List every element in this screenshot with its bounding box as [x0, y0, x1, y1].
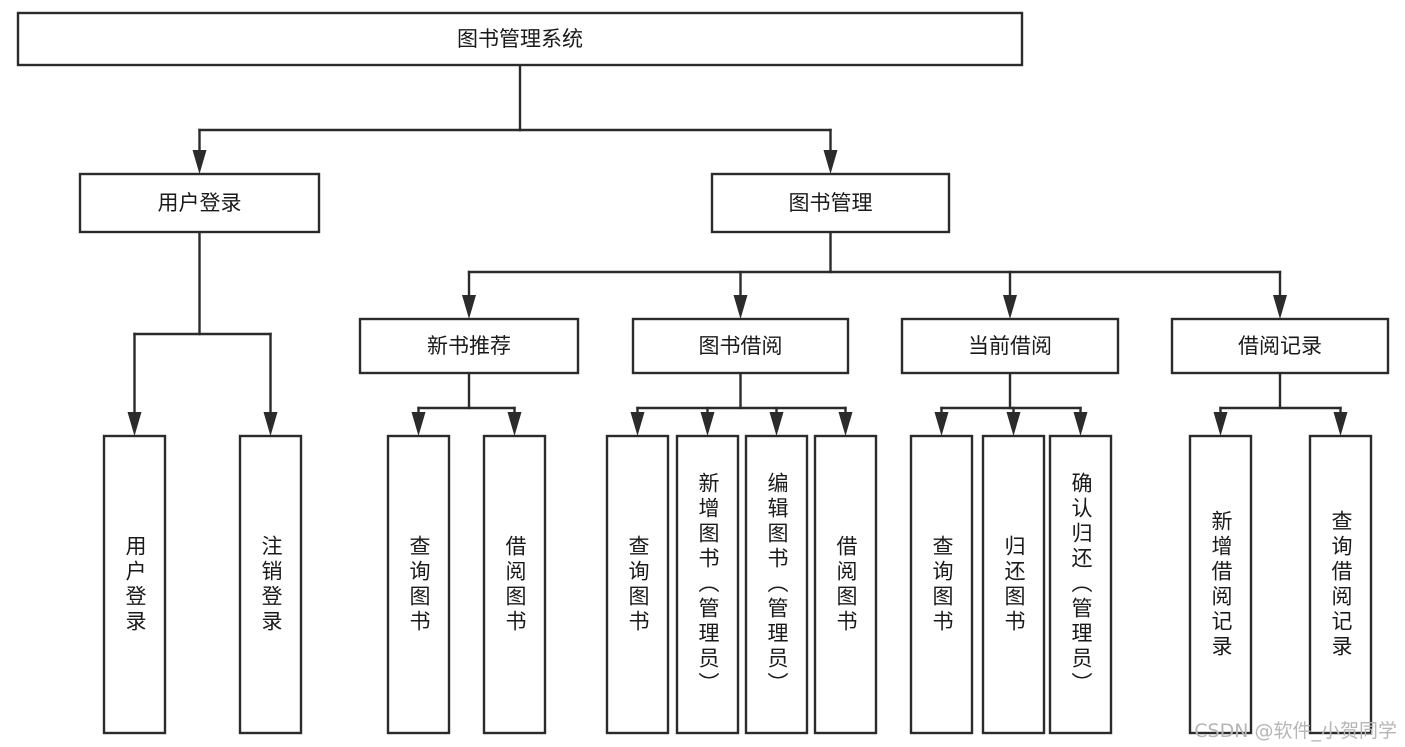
watermark-text: CSDN @软件_小贺同学 — [1194, 720, 1397, 742]
arrow-head-icon — [127, 412, 142, 436]
node-leaf-logout[interactable] — [238, 434, 303, 735]
arrow-head-icon — [1213, 412, 1228, 436]
node-borrow-record[interactable] — [1170, 317, 1390, 375]
arrow-head-icon — [769, 412, 784, 436]
node-borrow-record-label: 借阅记录 — [1238, 334, 1322, 358]
arrow-head-icon — [263, 412, 278, 436]
arrow-head-icon — [462, 295, 476, 319]
node-leaf-edit-book[interactable] — [744, 434, 809, 735]
node-leaf-user-login[interactable] — [102, 434, 167, 735]
arrow-head-icon — [1073, 412, 1088, 436]
arrow-head-icon — [507, 412, 522, 436]
arrow-head-icon — [700, 412, 715, 436]
node-book-manage[interactable] — [710, 172, 951, 234]
node-leaf-add-book[interactable] — [675, 434, 740, 735]
node-leaf-query-book-3[interactable] — [909, 434, 974, 735]
node-user-login[interactable] — [78, 172, 321, 234]
node-leaf-return-book[interactable] — [981, 434, 1046, 735]
node-leaf-borrow-book-2[interactable] — [813, 434, 878, 735]
arrow-head-icon — [733, 295, 748, 319]
node-root[interactable] — [16, 11, 1024, 67]
node-book-borrow-label: 图书借阅 — [699, 334, 783, 358]
node-current-borrow[interactable] — [900, 317, 1120, 375]
node-book-borrow[interactable] — [631, 317, 850, 375]
arrow-head-icon — [934, 412, 949, 436]
arrow-head-icon — [838, 412, 853, 436]
arrow-head-icon — [411, 412, 426, 436]
arrow-head-icon — [1003, 295, 1017, 319]
node-leaf-query-record[interactable] — [1308, 434, 1373, 735]
arrow-head-icon — [1273, 295, 1287, 319]
node-new-book-rec-label: 新书推荐 — [427, 334, 511, 358]
arrow-head-icon — [1006, 412, 1021, 436]
node-user-login-label: 用户登录 — [158, 191, 242, 215]
arrow-head-icon — [630, 412, 645, 436]
node-book-manage-label: 图书管理 — [789, 191, 873, 215]
node-new-book-rec[interactable] — [358, 317, 580, 375]
node-root-label: 图书管理系统 — [457, 27, 583, 51]
node-leaf-query-book-2[interactable] — [605, 434, 670, 735]
arrow-head-icon — [192, 150, 207, 174]
node-current-borrow-label: 当前借阅 — [968, 334, 1052, 358]
arrow-head-icon — [1333, 412, 1348, 436]
node-leaf-add-record[interactable] — [1188, 434, 1253, 735]
connector-layer — [127, 63, 1348, 436]
arrow-head-icon — [823, 150, 838, 174]
node-leaf-borrow-book-1[interactable] — [482, 434, 547, 735]
node-leaf-confirm-return[interactable] — [1048, 434, 1113, 735]
node-leaf-query-book-1[interactable] — [386, 434, 451, 735]
